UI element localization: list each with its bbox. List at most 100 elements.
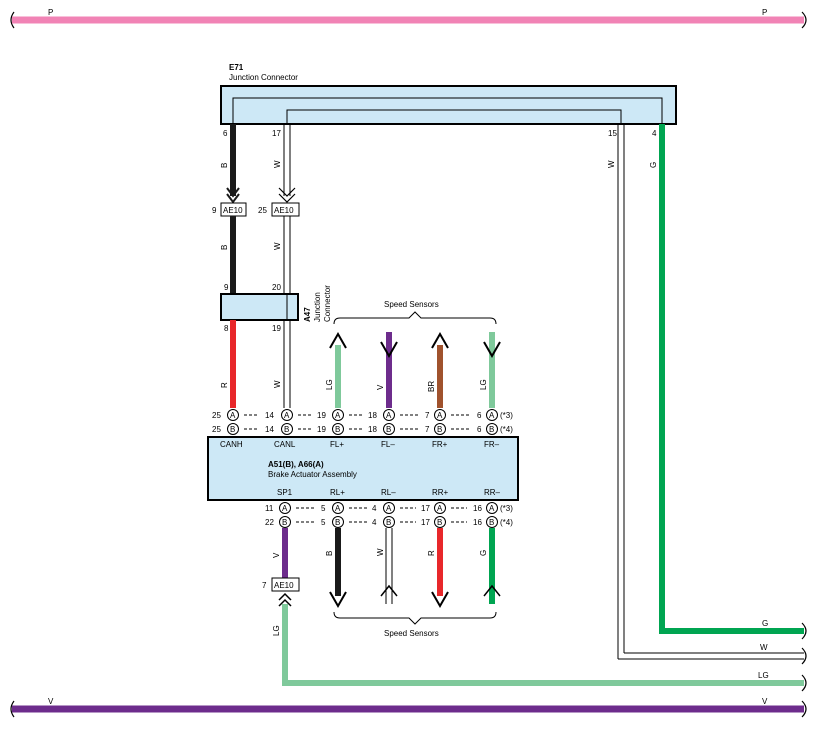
wire-label-v-fl: V [376,384,385,390]
speed-sensors-top-label: Speed Sensors [384,300,439,309]
pin-label: 14 [265,411,274,420]
terminal-rl-minus: RL– [381,488,396,497]
actuator-name: Brake Actuator Assembly [268,470,357,479]
terminal-sp1: SP1 [277,488,293,497]
e71-pin-6: 6 [223,129,228,138]
pin-letter: A [386,411,392,420]
terminal-rr-plus: RR+ [432,488,449,497]
arrow-down-icon [431,591,449,609]
wire-lg-sp1-route [282,604,804,686]
pin-label: 16 [473,504,482,513]
pin-note: (*4) [500,518,513,527]
actuator-box [207,436,519,501]
arrow-down-icon [483,341,501,359]
ae10-box-sp1 [271,577,300,592]
pin-label: 25 [212,411,221,420]
terminal-rl-plus: RL+ [330,488,345,497]
bus-break-left-bottom [10,700,15,718]
pin-letter: A [386,504,392,513]
wire-label-lg-sp1: LG [272,625,281,636]
arrow-up-icon [431,331,449,349]
pin-letter: A [282,504,288,513]
pin-letter: B [386,425,391,434]
pin-label: 14 [265,425,274,434]
pin-label: 19 [317,425,326,434]
wire-label-r: R [220,382,229,388]
pin-label: 4 [372,518,377,527]
exit-label-g: G [762,619,768,628]
a47-pin-9: 9 [224,283,229,292]
a47-name1: Junction [313,292,322,322]
pin-circle [434,423,446,435]
pin-letter: B [284,425,289,434]
pin-circle [227,423,239,435]
wire-label-lg-fr: LG [479,379,488,390]
pin-label: 4 [372,504,377,513]
pin-letter: A [284,411,290,420]
wire-label-g-e71: G [649,162,658,168]
bus-break-right-w [801,647,807,665]
pin-circle [486,502,498,514]
wire-label-w-2: W [273,242,282,250]
pin-letter: A [489,504,495,513]
pin-letter: A [230,411,236,420]
pin-label: 11 [265,504,274,513]
exit-label-w: W [760,643,768,652]
pin-label: 6 [477,411,482,420]
pin-circle [332,409,344,421]
pin-letter: A [437,411,443,420]
pin-letter: B [437,425,442,434]
bus-break-right-top [801,11,807,29]
pin-letter: B [230,425,235,434]
pin-label: 17 [421,504,430,513]
pin-letter: A [335,504,341,513]
wire-label-w-rl: W [376,548,385,556]
pin-circle [332,423,344,435]
pin-label: 16 [473,518,482,527]
ae10-label-canh: AE10 [223,206,243,215]
pin-letter: B [335,518,340,527]
pin-label: 18 [368,425,377,434]
connector-row-top-a: 25 A 14 A 19 A 18 A 7 A 6 A (*3) [212,409,513,421]
pin-circle [281,409,293,421]
bus-p-label-right: P [762,8,767,17]
pin-label: 22 [265,518,274,527]
pin-letter: B [489,518,494,527]
wire-label-br-fr: BR [427,381,436,392]
ae10-label-canl: AE10 [274,206,294,215]
wire-label-b-1: B [220,163,229,168]
pin-note: (*3) [500,504,513,513]
wire-label-w-e71: W [607,160,616,168]
e71-box [220,85,677,125]
bus-break-right-g [801,622,807,640]
pin-label: 25 [212,425,221,434]
bus-v-label-right: V [762,697,768,706]
pin-circle [486,423,498,435]
pin-letter: B [386,518,391,527]
pin-circle [279,516,291,528]
chevron-up-icon [278,592,292,607]
wire-label-v-sp1: V [272,552,281,558]
ae10-box-canl [271,202,300,217]
e71-pin-17: 17 [272,129,281,138]
pin-letter: B [489,425,494,434]
pin-letter: B [282,518,287,527]
bus-break-right-lg [801,674,807,692]
terminal-fl-plus: FL+ [330,440,344,449]
pin-label: 19 [317,411,326,420]
wire-label-w-1: W [273,160,282,168]
pin-circle [227,409,239,421]
a47-pin-20: 20 [272,283,281,292]
pin-circle [383,502,395,514]
wire-g-e71-4 [659,124,804,634]
terminal-canh: CANH [220,440,243,449]
pin-letter: B [437,518,442,527]
pin-circle [383,409,395,421]
terminal-fr-minus: FR– [484,440,500,449]
pin-letter: B [335,425,340,434]
pin-circle [332,502,344,514]
pin-circle [486,516,498,528]
pin-circle [383,516,395,528]
pin-label: 5 [321,504,326,513]
pin-circle [434,409,446,421]
